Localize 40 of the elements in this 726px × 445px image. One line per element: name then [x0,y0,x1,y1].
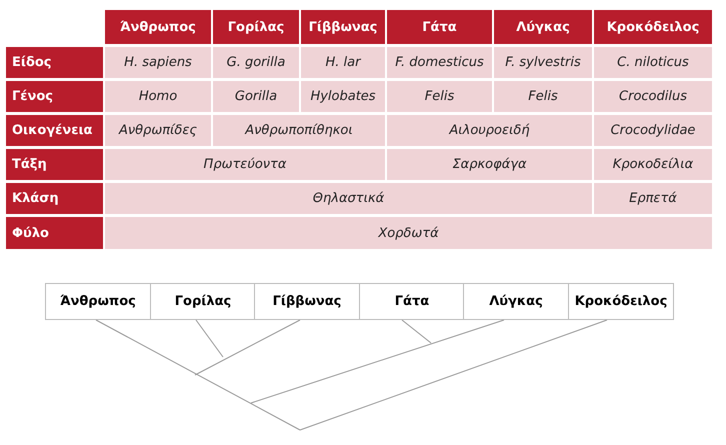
table-cell: Crocodylidae [594,115,712,146]
row-header: Οικογένεια [6,115,103,146]
table-cell: Felis [387,81,492,112]
taxon-box: Άνθρωπος [45,283,151,320]
column-header: Λύγκας [494,10,592,44]
column-header: Κροκόδειλος [594,10,712,44]
table-cell: F. sylvestris [494,47,592,78]
column-header: Γάτα [387,10,492,44]
taxon-box: Κροκόδειλος [568,283,674,320]
taxon-box: Γάτα [359,283,465,320]
table-cell: C. niloticus [594,47,712,78]
table-cell: G. gorilla [213,47,299,78]
column-header: Άνθρωπος [105,10,211,44]
table-cell: F. domesticus [387,47,492,78]
table-cell: Χορδωτά [105,217,712,249]
taxon-box: Γορίλας [150,283,256,320]
table-cell: Θηλαστικά [105,183,592,214]
column-header: Γορίλας [213,10,299,44]
table-cell: Gorilla [213,81,299,112]
taxon-box: Γίββωνας [254,283,360,320]
row-header: Είδος [6,47,103,78]
table-cell: H. lar [301,47,385,78]
table-cell: Σαρκοφάγα [387,149,592,180]
row-header: Γένος [6,81,103,112]
row-header: Κλάση [6,183,103,214]
table-cell: Κροκοδείλια [594,149,712,180]
table-cell: Πρωτεύοντα [105,149,385,180]
table-cell: Homo [105,81,211,112]
taxon-box: Λύγκας [463,283,569,320]
column-header: Γίββωνας [301,10,385,44]
row-header: Τάξη [6,149,103,180]
table-cell: Hylobates [301,81,385,112]
table-cell: Αιλουροειδή [387,115,592,146]
table-cell: Ερπετά [594,183,712,214]
table-cell: H. sapiens [105,47,211,78]
row-header: Φύλο [6,217,103,249]
table-cell: Felis [494,81,592,112]
table-cell: Ανθρωποπίθηκοι [213,115,385,146]
table-cell: Crocodilus [594,81,712,112]
table-cell: Ανθρωπίδες [105,115,211,146]
